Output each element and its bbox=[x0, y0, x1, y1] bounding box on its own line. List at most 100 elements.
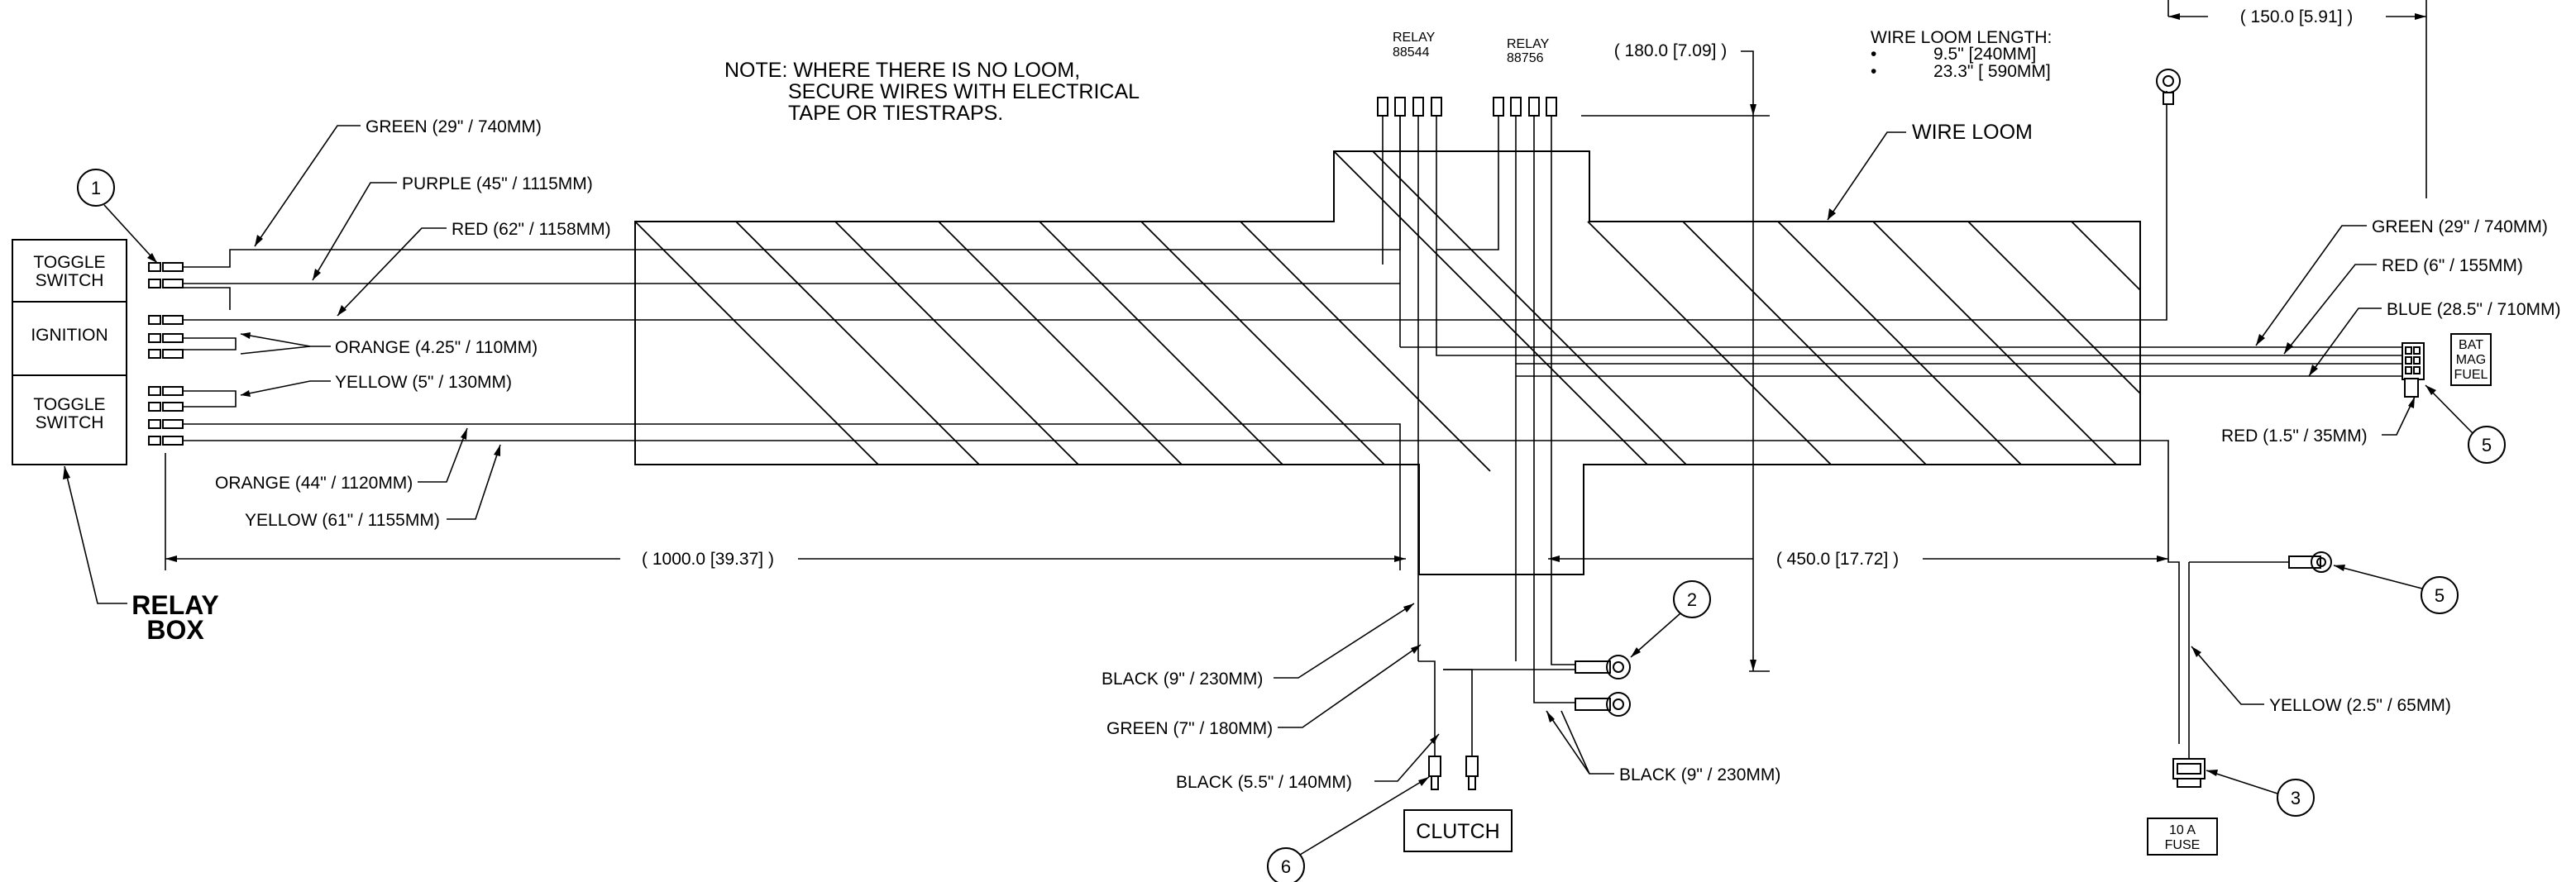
callout-1-leader bbox=[103, 204, 158, 264]
label-green-7: GREEN (7" / 180MM) bbox=[1106, 719, 1273, 738]
fuel-label: FUEL bbox=[2454, 368, 2488, 382]
wire-loom-label: WIRE LOOM bbox=[1912, 121, 2033, 144]
label-blue: BLUE (28.5" / 710MM) bbox=[2387, 300, 2561, 319]
arrow-purple bbox=[313, 269, 321, 280]
wire-loom-leader bbox=[1827, 131, 1906, 221]
relay-box-arrow bbox=[63, 466, 70, 479]
arrow-black-55 bbox=[1430, 734, 1439, 744]
loom-length-title: WIRE LOOM LENGTH: bbox=[1871, 28, 2052, 47]
callout-5-lower-number: 5 bbox=[2435, 585, 2445, 606]
clutch-box bbox=[1403, 809, 1513, 852]
left-connectors bbox=[148, 262, 184, 446]
callout-1-number: 1 bbox=[91, 178, 101, 198]
wire-loom bbox=[634, 150, 2141, 575]
label-yellow-long: YELLOW (61" / 1155MM) bbox=[245, 511, 440, 530]
ring-terminal-2a bbox=[1575, 655, 1631, 679]
loom-length-item-2: 23.3" [ 590MM] bbox=[1933, 62, 2051, 81]
fuse-label: FUSE bbox=[2165, 838, 2201, 852]
dim-450-label: ( 450.0 [17.72] ) bbox=[1776, 550, 1899, 569]
arrow-blue bbox=[2309, 365, 2318, 376]
arrow-orange-short-a bbox=[241, 332, 251, 339]
callout-3 bbox=[2277, 779, 2315, 817]
toggle-switch-bottom-line1: TOGGLE bbox=[33, 395, 105, 414]
label-orange-short: ORANGE (4.25" / 110MM) bbox=[335, 338, 538, 357]
toggle-switch-top-line2: SWITCH bbox=[36, 271, 104, 290]
callout-5-upper bbox=[2468, 426, 2506, 464]
note-line-2: SECURE WIRES WITH ELECTRICAL bbox=[788, 80, 1140, 103]
relay-box-title-line2: BOX bbox=[146, 615, 204, 645]
ring-terminal-5 bbox=[2288, 551, 2332, 573]
callout-1 bbox=[77, 169, 115, 207]
arrow-green-left bbox=[255, 235, 263, 246]
relay-1-label: RELAY bbox=[1393, 31, 1436, 45]
callout-2-arrow bbox=[1631, 647, 1641, 657]
loom-length-item-1: 9.5" [240MM] bbox=[1933, 45, 2036, 64]
ring-terminal-2b bbox=[1575, 692, 1631, 717]
toggle-switch-top-line1: TOGGLE bbox=[33, 253, 105, 272]
label-orange-long: ORANGE (44" / 1120MM) bbox=[215, 474, 413, 493]
callout-3-number: 3 bbox=[2291, 788, 2301, 808]
note-line-1: NOTE: WHERE THERE IS NO LOOM, bbox=[724, 59, 1080, 82]
bat-mag-fuel-connector bbox=[2402, 333, 2492, 398]
dim-1000-arrow-left bbox=[165, 555, 177, 562]
arrow-orange-long bbox=[461, 428, 467, 440]
dim-180-arrow-bottom bbox=[1750, 660, 1756, 671]
ignition-label: IGNITION bbox=[31, 326, 108, 345]
arrow-yellow-25 bbox=[2191, 646, 2201, 657]
callout-6-arrow bbox=[1418, 777, 1429, 786]
label-black-55: BLACK (5.5" / 140MM) bbox=[1176, 773, 1352, 792]
label-black-9-left: BLACK (9" / 230MM) bbox=[1102, 670, 1263, 689]
arrow-red-short bbox=[2408, 397, 2415, 408]
arrow-green-7 bbox=[1411, 645, 1421, 654]
dim-1000-label: ( 1000.0 [39.37] ) bbox=[642, 550, 774, 569]
callout-6-number: 6 bbox=[1281, 856, 1291, 877]
callout-5-lower-arrow bbox=[2334, 565, 2345, 571]
note-line-3: TAPE OR TIESTRAPS. bbox=[788, 102, 1003, 125]
callout-2-number: 2 bbox=[1687, 589, 1697, 610]
toggle-switch-bottom-line2: SWITCH bbox=[36, 413, 104, 432]
relay-1-terminals bbox=[1377, 97, 1442, 117]
callout-1-arrow bbox=[147, 253, 157, 263]
ring-terminal-top bbox=[2156, 69, 2181, 105]
callout-5-upper-arrow bbox=[2425, 385, 2436, 395]
label-purple: PURPLE (45" / 1115MM) bbox=[402, 174, 593, 193]
relay-1-number: 88544 bbox=[1393, 45, 1430, 60]
relay-2-label: RELAY bbox=[1507, 37, 1550, 51]
callout-3-arrow bbox=[2206, 770, 2218, 776]
clutch-label: CLUTCH bbox=[1416, 820, 1499, 843]
label-green-left: GREEN (29" / 740MM) bbox=[366, 117, 542, 136]
callout-6 bbox=[1267, 847, 1305, 882]
label-yellow-25: YELLOW (2.5" / 65MM) bbox=[2269, 696, 2451, 715]
relay-2-number: 88756 bbox=[1507, 51, 1544, 65]
callout-5-upper-number: 5 bbox=[2482, 435, 2492, 455]
loom-bullet-1: • bbox=[1871, 45, 1876, 64]
mag-label: MAG bbox=[2456, 353, 2486, 367]
relay-2-terminals bbox=[1493, 97, 1557, 117]
dim-150-arrow-right bbox=[2415, 13, 2426, 20]
loom-bullet-2: • bbox=[1871, 62, 1876, 81]
dim-150-arrow-left bbox=[2168, 13, 2180, 20]
fuse-box bbox=[2147, 818, 2218, 856]
arrow-red-right bbox=[2284, 342, 2293, 354]
wires bbox=[183, 91, 2413, 760]
fuse-rating: 10 A bbox=[2169, 823, 2196, 837]
arrow-black-9-left bbox=[1403, 603, 1414, 613]
label-red-short: RED (1.5" / 35MM) bbox=[2221, 427, 2368, 446]
dim-450-arrow-right bbox=[2157, 555, 2168, 562]
dim-1000-arrow-right bbox=[1394, 555, 1406, 562]
arrow-black-9-right bbox=[1546, 711, 1555, 722]
dim-180-label: ( 180.0 [7.09] ) bbox=[1614, 41, 1728, 60]
relay-box-title-line1: RELAY bbox=[131, 590, 219, 620]
relay-box bbox=[12, 239, 127, 465]
callout-5-lower bbox=[2421, 576, 2459, 614]
arrow-yellow-long bbox=[494, 445, 500, 456]
label-black-9-right: BLACK (9" / 230MM) bbox=[1619, 765, 1780, 784]
callout-2 bbox=[1673, 580, 1711, 618]
clutch-connectors bbox=[1428, 756, 1479, 790]
dim-150-label: ( 150.0 [5.91] ) bbox=[2240, 7, 2354, 26]
arrow-yellow-short bbox=[241, 390, 251, 397]
arrow-red-left bbox=[337, 305, 346, 316]
bat-label: BAT bbox=[2459, 338, 2483, 352]
loom-hatching bbox=[635, 151, 2140, 574]
